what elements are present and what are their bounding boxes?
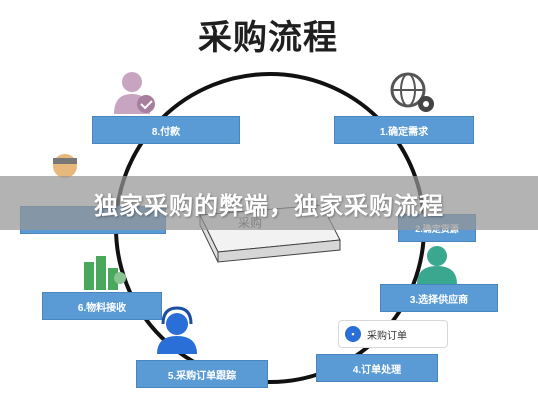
order-icon: ▪	[345, 326, 361, 342]
step-6-box: 6.物料接收	[42, 292, 162, 320]
step-3-box: 3.选择供应商	[380, 284, 498, 312]
support-headset-icon	[157, 306, 197, 354]
payment-user-icon	[114, 72, 155, 114]
step-4-box: 4.订单处理	[316, 354, 438, 382]
step-1-box: 1.确定需求	[334, 116, 474, 144]
banner-text: 独家采购的弊端，独家采购流程	[94, 192, 444, 220]
supplier-user-icon	[417, 246, 457, 284]
globe-gear-icon	[390, 72, 434, 112]
title-banner: 独家采购的弊端，独家采购流程	[0, 176, 538, 230]
purchase-order-card: ▪ 采购订单	[338, 320, 448, 348]
order-card-label: 采购订单	[367, 330, 407, 342]
inspection-user-icon	[53, 154, 77, 178]
diagram-title: 采购流程	[198, 19, 338, 57]
step-5-box: 5.采购订单跟踪	[136, 360, 268, 388]
warehouse-icon	[84, 256, 126, 290]
step-8-box: 8.付款	[92, 116, 240, 144]
